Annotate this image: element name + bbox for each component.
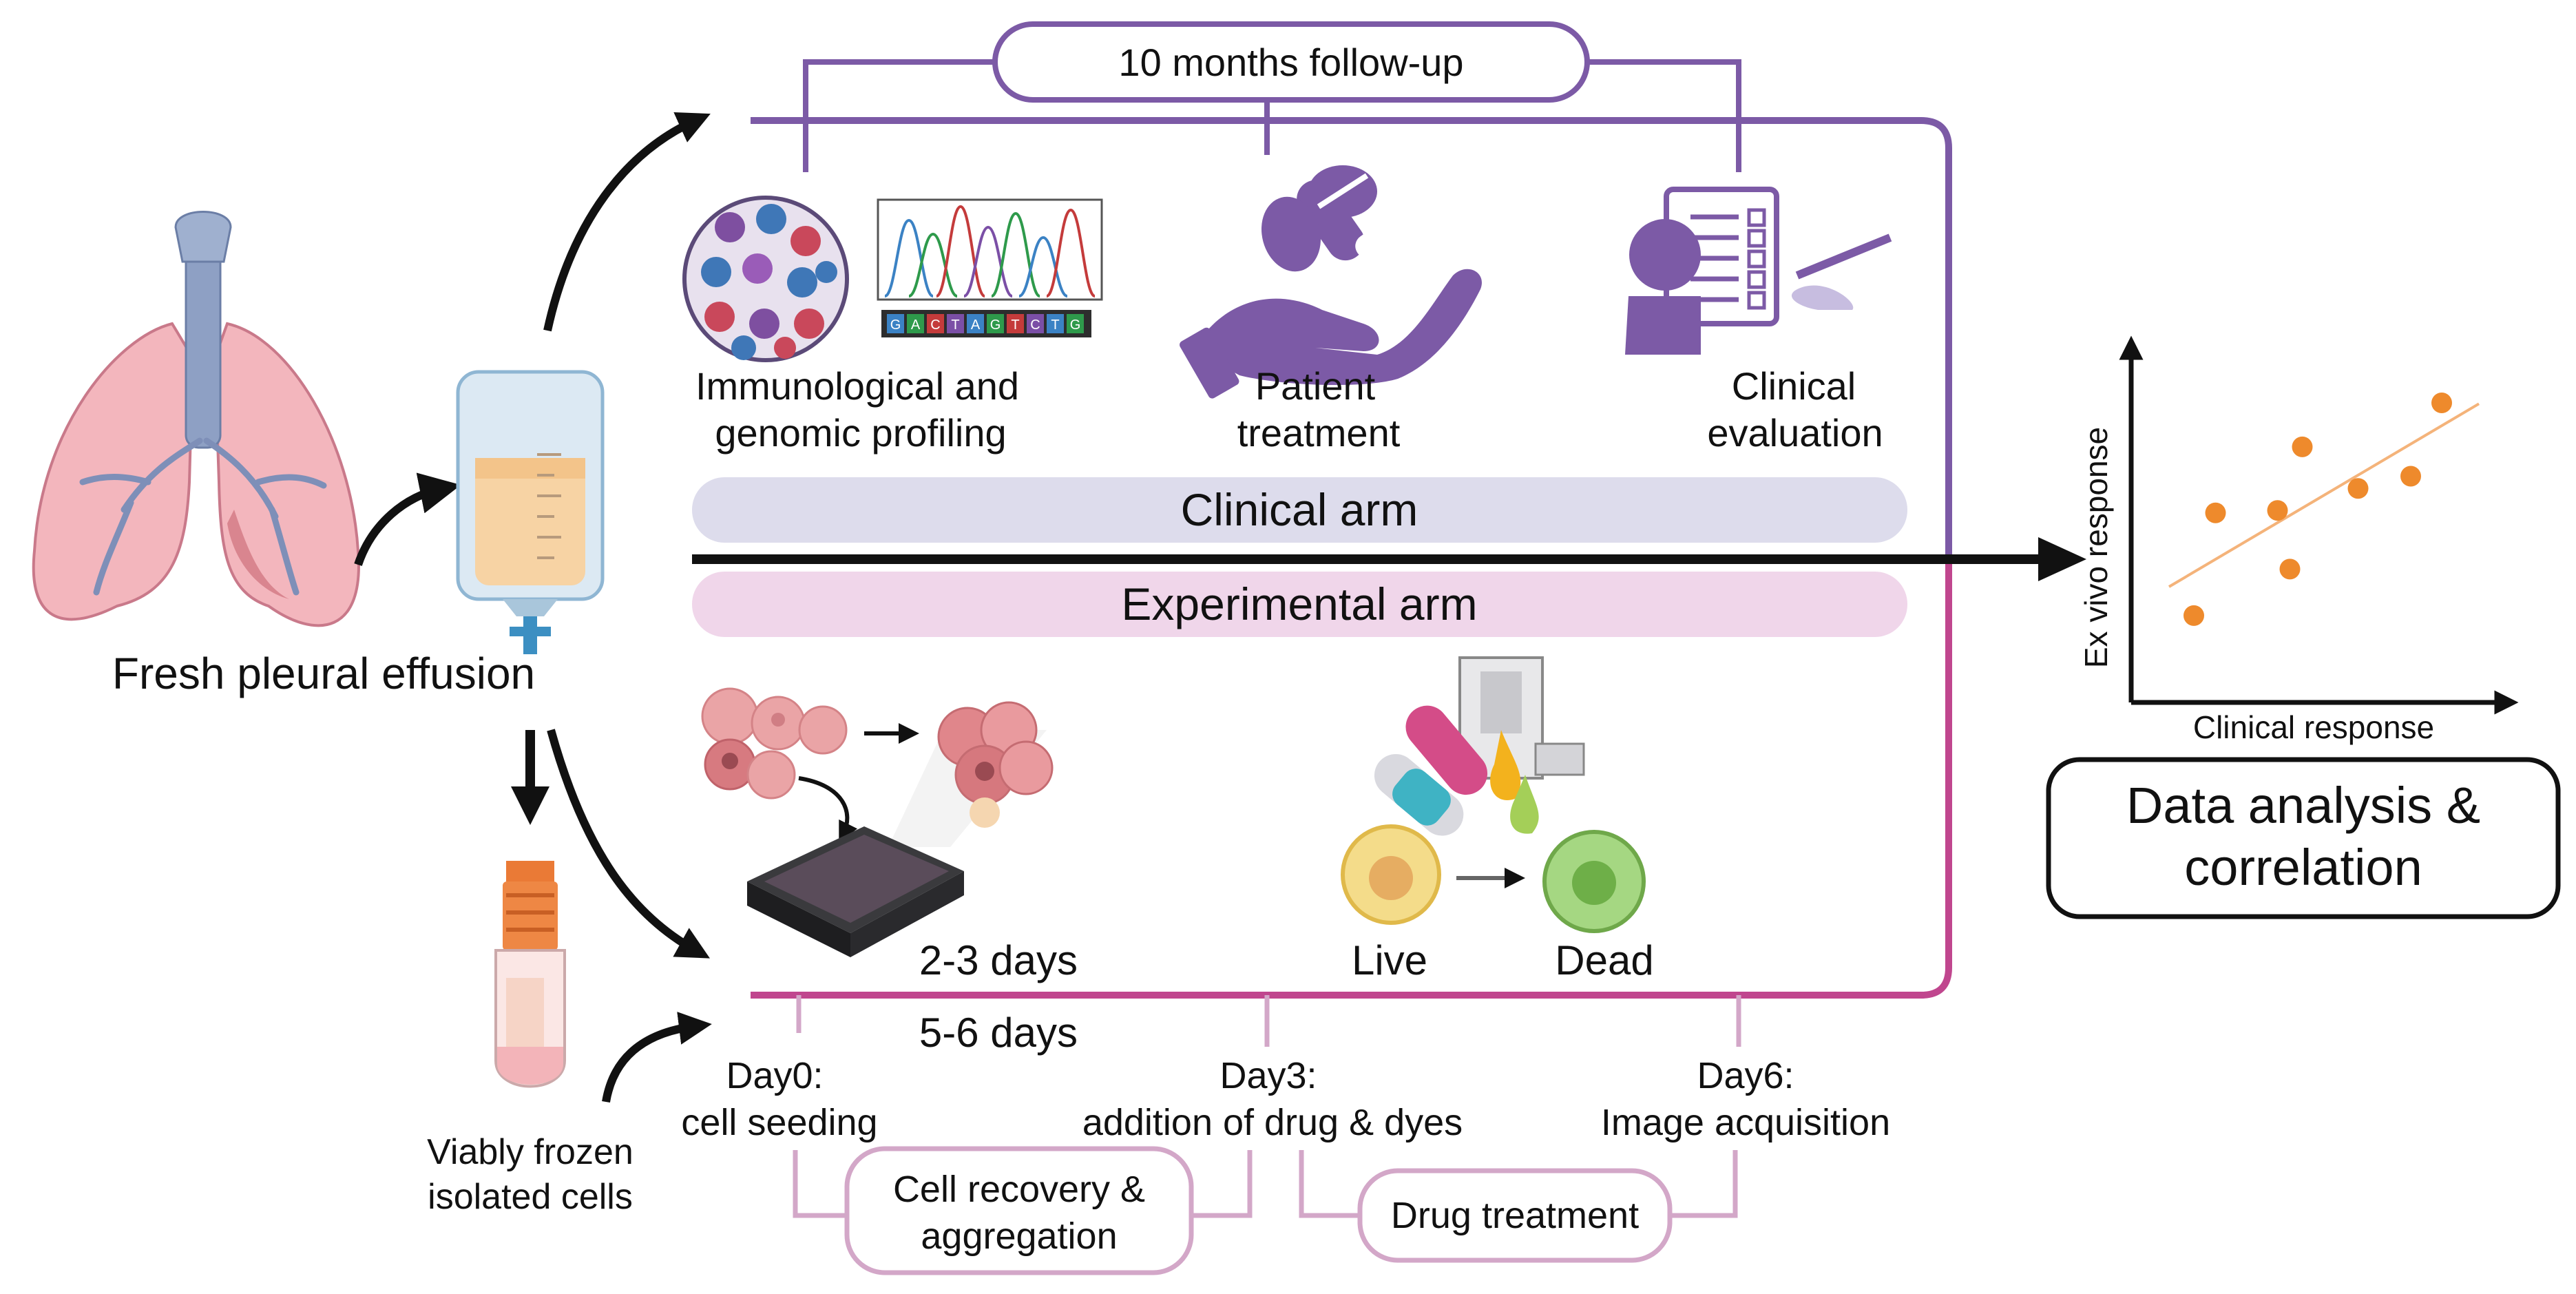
arrow-cryovial-to-experimental [602,1012,712,1103]
duration-label-2: 5-6 days [919,1010,1078,1056]
frozen-label-2: isolated cells [428,1177,633,1217]
effusion-bag-icon [456,370,605,654]
dna-base-block [927,314,944,333]
dna-sequence-icon [877,198,1103,337]
scatter-point [2292,436,2313,457]
cryovial-icon [494,861,566,1088]
day3-title: Day3: [1219,1055,1317,1096]
correlation-scatter-chart: Clinical response Ex vivo response [2078,335,2519,745]
clinician-clipboard-icon [1625,187,1892,355]
lungs-illustration [32,211,360,627]
treatment-label-1: Patient [1255,364,1376,408]
dead-label: Dead [1555,937,1653,983]
scatter-point [2205,502,2226,523]
duration-label-1: 2-3 days [919,937,1078,983]
experimental-arm-label: Experimental arm [1121,578,1477,629]
phase1-label-2: aggregation [921,1215,1117,1257]
arrow-to-clinical-arm [543,112,711,332]
drug-capsules-icon [1374,705,1539,836]
spheroid-icon [888,701,1054,847]
immune-cells-icon [682,196,849,362]
dna-base-block [967,314,984,333]
scatter-point [2267,500,2288,521]
scatter-point [2279,559,2301,580]
live-label: Live [1352,937,1427,983]
y-axis-label: Ex vivo response [2078,427,2114,668]
phase2-label: Drug treatment [1391,1195,1639,1236]
frozen-label-1: Viably frozen [427,1132,633,1172]
live-cell-icon [1341,824,1441,925]
profiling-label-1: Immunological and [695,364,1019,408]
scatter-point [2400,466,2421,487]
source-title: Fresh pleural effusion [112,649,535,698]
dna-base-letter: A [911,317,921,333]
day3-desc: addition of drug & dyes [1082,1102,1463,1143]
dna-base-letter: C [930,317,940,333]
dna-base-letter: G [1070,317,1081,333]
day0-desc: cell seeding [681,1102,877,1143]
followup-pill [992,21,1590,103]
dna-base-block [987,314,1004,333]
dna-base-letter: T [1051,317,1059,333]
day6-title: Day6: [1697,1055,1794,1096]
tumor-cells-icon [701,687,848,800]
dna-base-letter: A [971,317,981,333]
experimental-arm-band [692,572,1907,637]
scatter-point [2347,478,2369,499]
dead-cell-icon [1542,830,1646,933]
dna-base-letter: C [1030,317,1040,333]
experimental-arm-frame [751,558,1952,999]
dna-base-block [1007,314,1024,333]
result-box [2046,757,2561,919]
dna-base-letter: T [951,317,959,333]
dna-base-block [947,314,964,333]
treatment-label-2: treatment [1237,411,1401,455]
dna-base-block [887,314,904,333]
trend-line [2168,402,2480,588]
phase-brackets [793,1150,1738,1218]
arrow-lungs-to-bag [354,472,461,566]
arrow-cells-to-plate [798,776,858,843]
scatter-point [2184,605,2204,626]
well-plate-icon [747,826,964,957]
dna-base-letter: G [890,317,901,333]
timeline-ticks [796,995,1741,1047]
hand-pills-icon [1180,165,1482,399]
x-axis-label: Clinical response [2193,709,2434,745]
result-label-2: correlation [2184,839,2422,896]
phase2-pill [1357,1168,1673,1263]
followup-label: 10 months follow-up [1118,41,1463,84]
phase1-label-1: Cell recovery & [893,1169,1145,1210]
dna-base-block [1067,314,1084,333]
result-label-1: Data analysis & [2126,777,2480,834]
evaluation-label-1: Clinical [1732,364,1856,408]
clinical-arm-label: Clinical arm [1181,484,1418,535]
clinical-arm-band [692,477,1907,543]
day6-desc: Image acquisition [1601,1102,1890,1143]
dna-base-letter: G [990,317,1001,333]
profiling-label-2: genomic profiling [715,411,1006,455]
evaluation-label-2: evaluation [1707,411,1883,455]
main-arrow-head [2038,537,2086,581]
dna-base-letter: T [1011,317,1019,333]
dna-base-block [1027,314,1044,333]
phase1-pill [844,1146,1194,1275]
dna-base-block [1047,314,1064,333]
day0-title: Day0: [726,1055,823,1096]
dna-base-block [907,314,924,333]
arrow-to-experimental-arm [547,729,710,959]
scatter-point [2431,393,2452,413]
clinical-arm-frame [751,117,1952,558]
